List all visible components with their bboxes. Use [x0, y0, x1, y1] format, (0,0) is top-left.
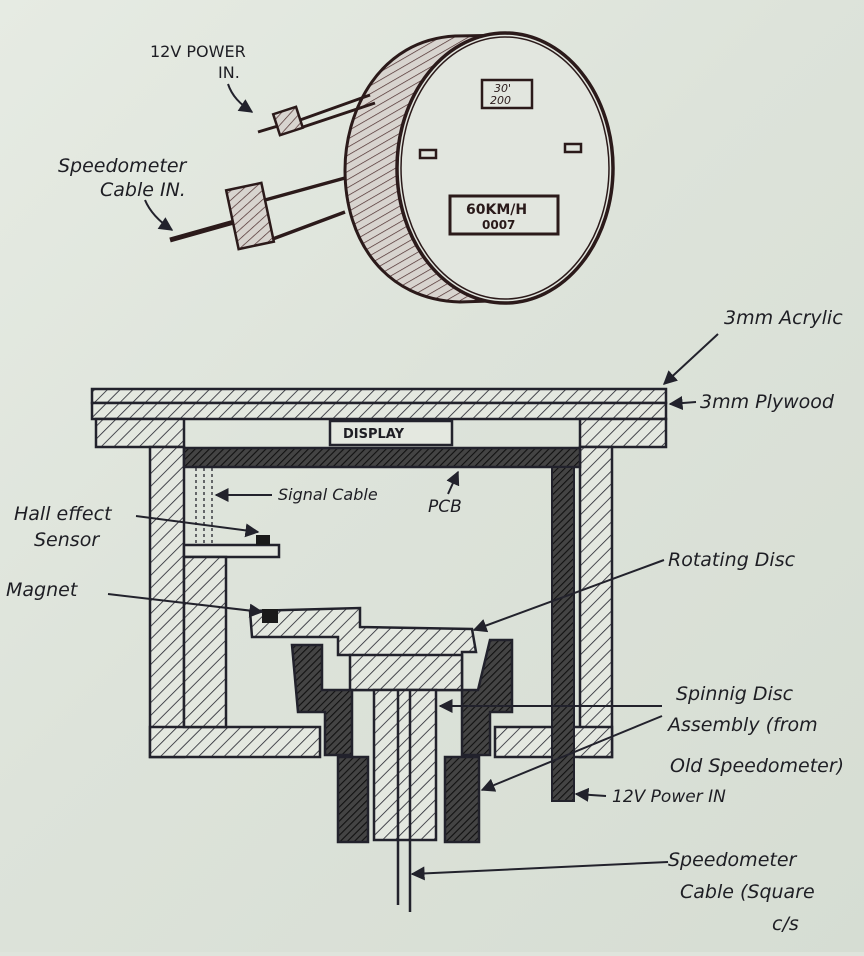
sketch-speed-display-line2: 0007	[482, 218, 515, 232]
lower-leg-left	[336, 755, 370, 844]
label-speedo-cable-in-line1: Speedometer	[58, 155, 188, 177]
display-box	[328, 419, 454, 447]
cross-section: DISPLAY	[90, 387, 668, 912]
center-shaft-housing	[372, 688, 438, 842]
label-signal-cable: Signal Cable	[278, 485, 378, 504]
sketch-left-button	[418, 148, 438, 160]
lower-leg-right	[443, 755, 481, 844]
bottom-plate-left	[148, 725, 322, 759]
label-3mm-acrylic: 3mm Acrylic	[724, 307, 843, 329]
label-rotating-disc: Rotating Disc	[668, 549, 796, 571]
pcb-board	[182, 446, 582, 469]
plywood-layer	[90, 401, 668, 421]
sketch-speedo-connector	[224, 181, 276, 251]
top-flange-right	[578, 417, 668, 449]
label-12v-power-in: 12V Power IN	[612, 787, 726, 807]
label-magnet: Magnet	[6, 579, 79, 601]
sketch-small-display	[480, 78, 534, 110]
label-12v-power-top-line1: 12V POWER	[150, 42, 246, 61]
sketch-speed-display-line1: 60KM/H	[466, 202, 527, 218]
isometric-sketch: 30' 200 60KM/H 0007 12V POWER IN. Speedo…	[58, 31, 615, 305]
magnet-block	[262, 609, 278, 623]
label-speedo-cable-line3: c/s	[772, 913, 799, 935]
sketch-right-button	[563, 142, 583, 154]
sketch-front-face	[395, 31, 615, 305]
label-hall-effect-line2: Sensor	[34, 529, 100, 551]
label-speedo-cable-line2: Cable (Square	[680, 881, 815, 903]
label-12v-power-top-line2: IN.	[218, 63, 240, 82]
sketch-speedo-cable	[264, 176, 346, 242]
sketch-power-cable	[299, 93, 376, 130]
sketch-power-connector	[271, 105, 305, 137]
label-spinning-disc-line1: Spinnig Disc	[676, 683, 794, 705]
label-spinning-disc-line3: Old Speedometer)	[670, 755, 844, 777]
top-flange-left	[94, 417, 186, 449]
callouts: 3mm Acrylic 3mm Plywood Signal Cable PCB…	[6, 307, 844, 935]
hall-sensor-block	[256, 535, 270, 545]
spin-assembly-right-cup	[460, 638, 514, 757]
label-spinning-disc-line2: Assembly (from	[666, 714, 818, 736]
sketch-small-display-line1: 30'	[494, 82, 511, 95]
sensor-bracket-post	[182, 555, 228, 729]
label-display: DISPLAY	[343, 427, 405, 442]
label-speedo-cable-line1: Speedometer	[668, 849, 798, 871]
sketch-small-display-line2: 200	[490, 94, 511, 107]
label-speedo-cable-in-line2: Cable IN.	[100, 179, 186, 201]
label-pcb: PCB	[428, 497, 462, 517]
sketch-speed-display	[448, 194, 560, 236]
power-cable-bar	[551, 466, 575, 802]
acrylic-layer	[90, 387, 668, 405]
sensor-bracket-arm	[182, 543, 281, 559]
label-3mm-plywood: 3mm Plywood	[700, 391, 835, 413]
label-hall-effect-line1: Hall effect	[14, 503, 113, 525]
disc-hub-plate	[348, 653, 464, 692]
right-wall	[578, 445, 614, 759]
spin-assembly-left-cup	[290, 643, 354, 757]
